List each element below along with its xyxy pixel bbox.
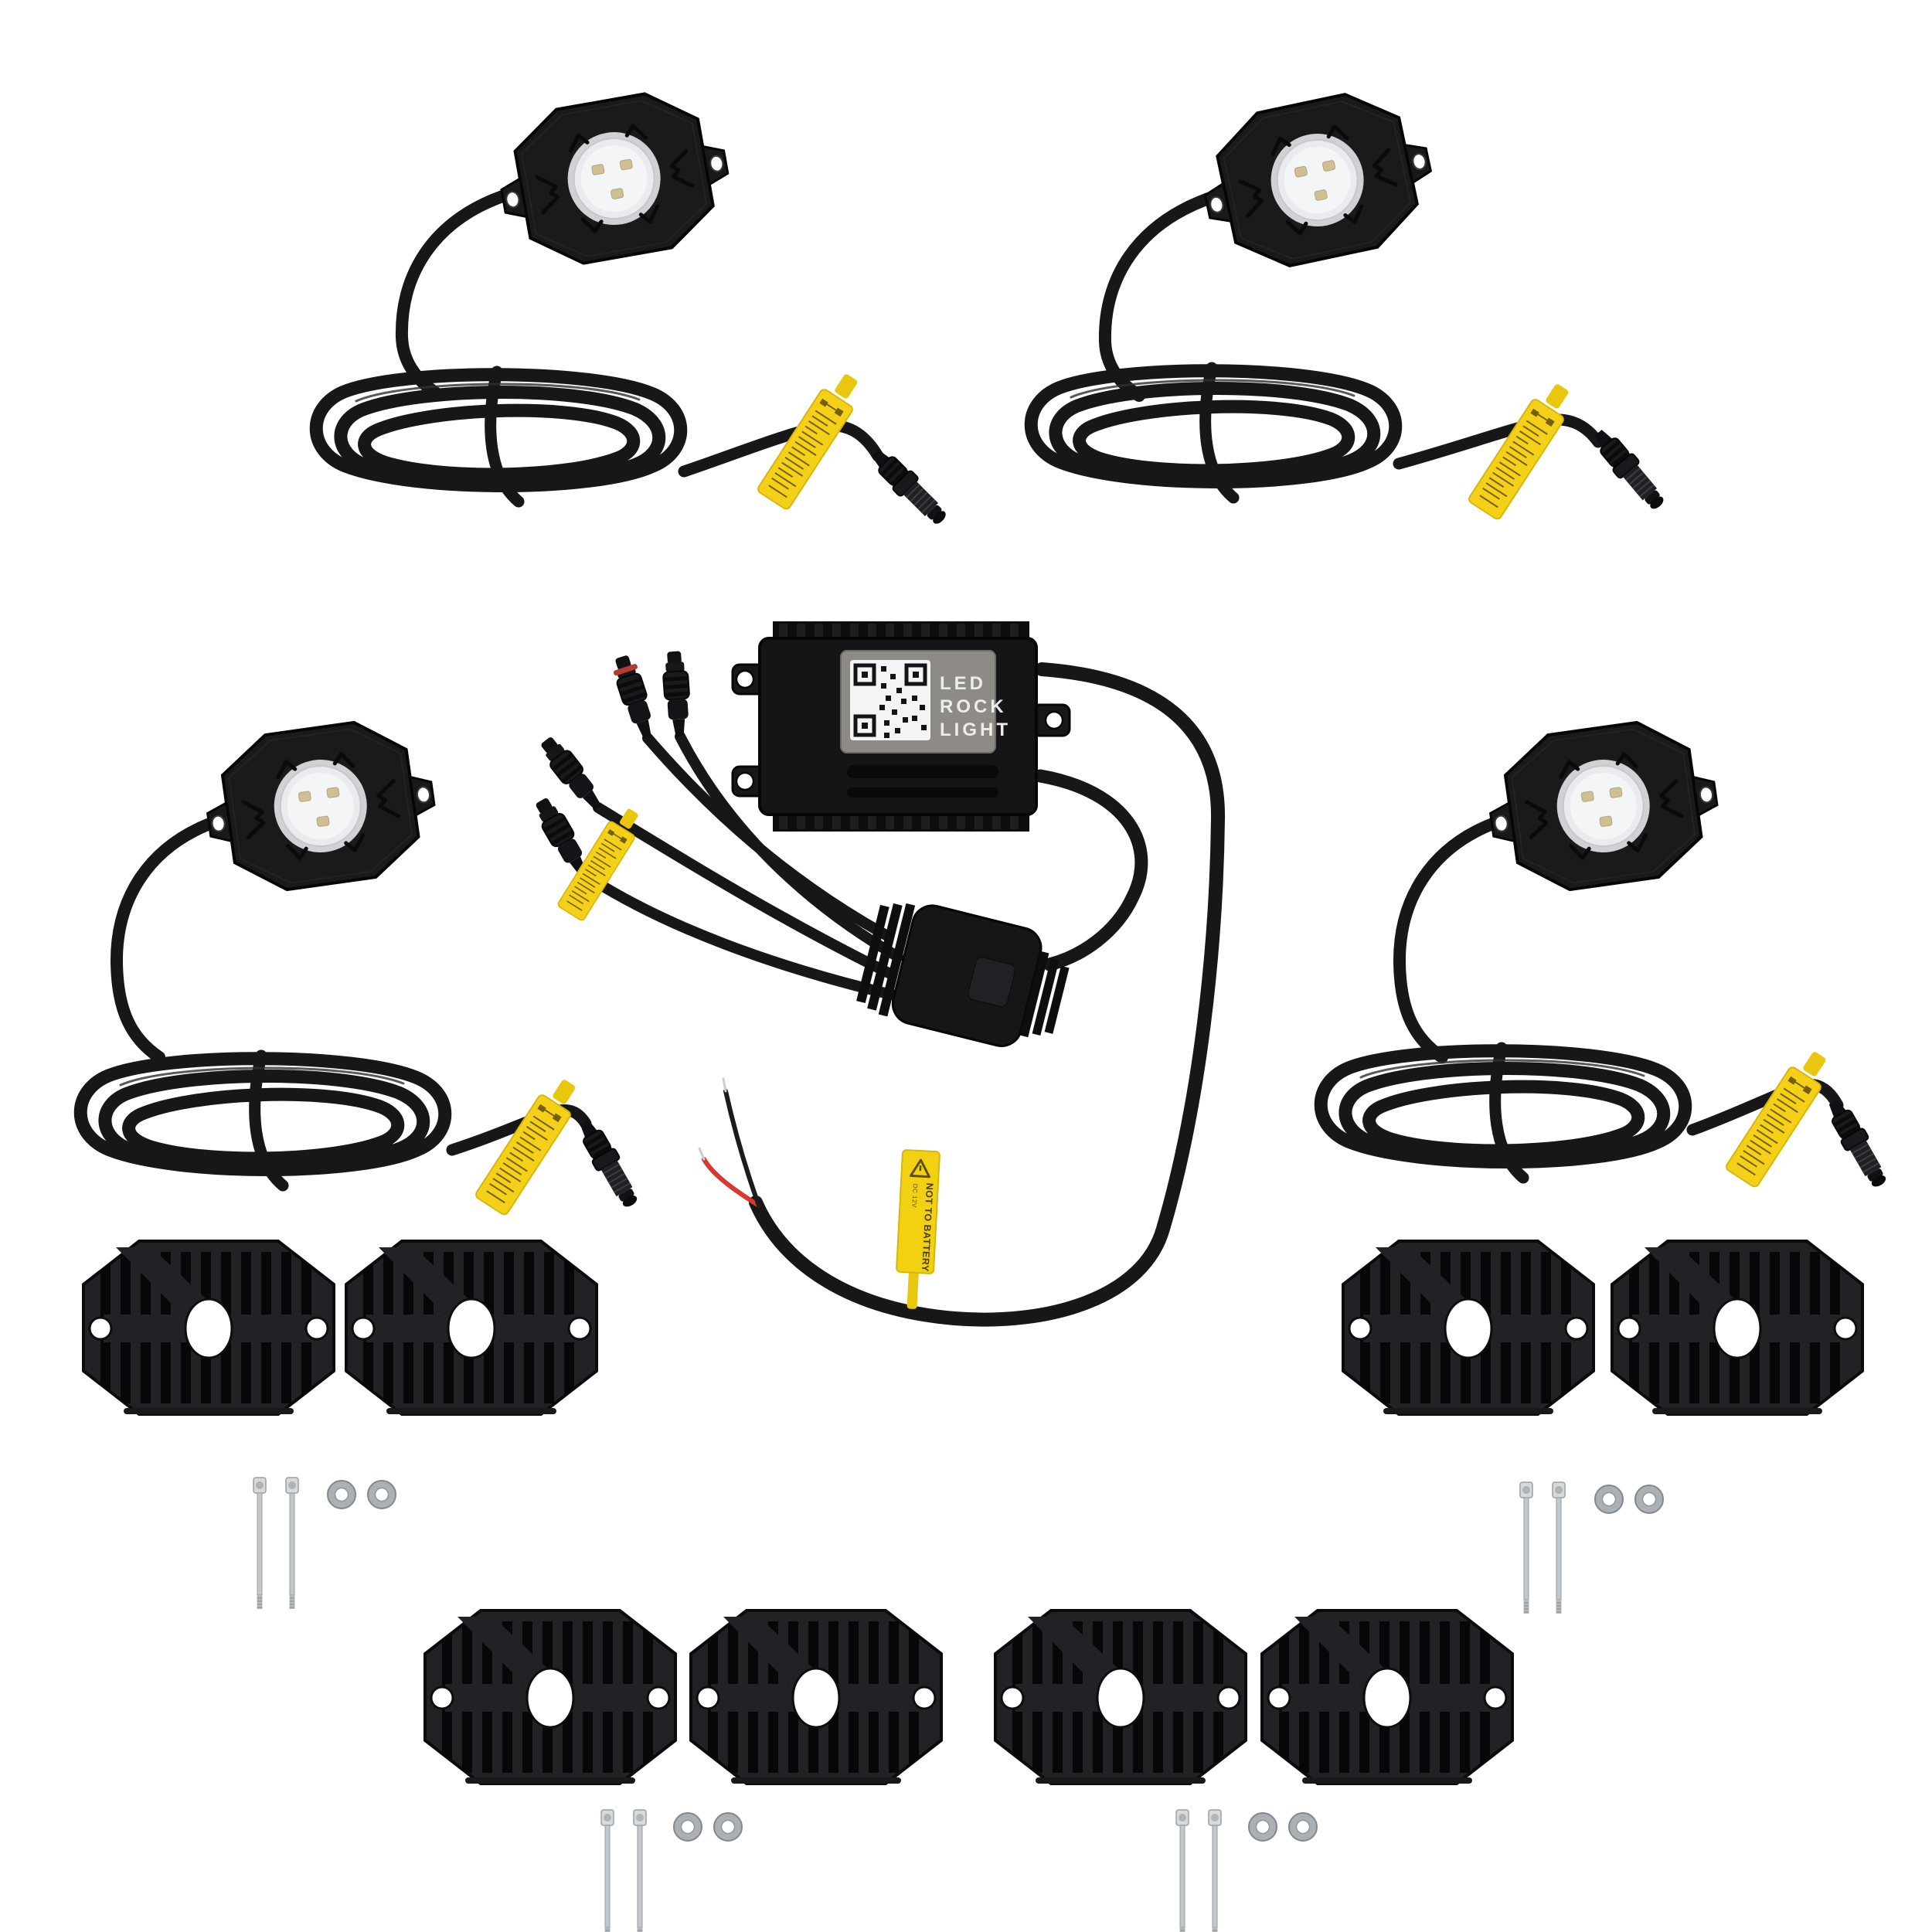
- washer: [673, 1812, 702, 1842]
- splitter-plug-1: [608, 652, 661, 743]
- hardware-set-left: [253, 1477, 396, 1610]
- screw: [600, 1809, 614, 1932]
- tag-line-2: DC 12V: [910, 1184, 919, 1209]
- splitter-hub: [856, 903, 1070, 1047]
- power-wire-black: [723, 1089, 761, 1208]
- mounting-bracket-2: [346, 1241, 597, 1414]
- mounting-bracket-1: [83, 1241, 334, 1414]
- mounting-bracket-5: [425, 1611, 675, 1784]
- mounting-bracket-6: [691, 1611, 941, 1784]
- cable-connector: [572, 1114, 645, 1213]
- cable-connector: [864, 442, 953, 531]
- cable-coil: [80, 1056, 445, 1185]
- mounting-bracket-8: [1262, 1611, 1512, 1784]
- splitter-plug-2: [661, 649, 693, 738]
- mounting-bracket-4: [1612, 1241, 1862, 1414]
- tag-line-1: NOT TO BATTERY: [920, 1182, 935, 1272]
- wire-bare-tip-black: [722, 1077, 727, 1093]
- cable-coil: [316, 372, 681, 502]
- warning-triangle-icon: [909, 1158, 930, 1179]
- power-wire-red: [702, 1157, 761, 1208]
- tag-strap: [906, 1268, 919, 1309]
- warning-tag: NOT TO BATTERY DC 12V: [896, 1149, 940, 1309]
- cable-flag-label: [1466, 376, 1580, 522]
- rock-light-pod: [1481, 713, 1726, 900]
- pod-cable: [395, 187, 518, 400]
- hub-patch: [968, 957, 1015, 1007]
- label-line-1: LED: [940, 673, 986, 694]
- light-assembly-4: [1321, 713, 1893, 1192]
- light-assembly-3: [80, 713, 645, 1217]
- screw: [1208, 1809, 1222, 1932]
- washer: [367, 1480, 396, 1509]
- cable-coil: [1321, 1048, 1685, 1178]
- screw: [633, 1809, 647, 1932]
- washer: [1634, 1485, 1664, 1514]
- groove: [847, 765, 998, 778]
- tag-body: [896, 1149, 940, 1274]
- qr-code: [850, 660, 930, 740]
- rock-light-pod: [489, 82, 739, 275]
- controller-label-text: LED ROCK LIGHT: [940, 673, 1011, 740]
- splitter-output-cables: [578, 731, 903, 1001]
- mounting-bracket-7: [995, 1611, 1246, 1784]
- screw: [1175, 1809, 1189, 1932]
- pod-cable: [1393, 815, 1507, 1063]
- washer: [1594, 1485, 1624, 1514]
- controller-to-splitter-cable: [1033, 769, 1148, 971]
- red-oring: [613, 664, 638, 676]
- washer: [327, 1480, 356, 1509]
- rock-light-pod: [198, 713, 443, 900]
- hardware-set-bottom-2: [1175, 1809, 1318, 1932]
- controller-box: LED ROCK LIGHT: [731, 621, 1071, 832]
- wire-bare-tip-red: [698, 1147, 706, 1161]
- bottom-rib-strip: [779, 814, 1019, 829]
- cable-coil: [1031, 368, 1396, 498]
- cable-connector: [1821, 1094, 1893, 1192]
- light-assembly-2: [1031, 80, 1671, 522]
- label-line-2: ROCK: [940, 696, 1007, 717]
- label-line-3: LIGHT: [940, 719, 1011, 740]
- washer: [1248, 1812, 1277, 1842]
- washer: [1288, 1812, 1318, 1842]
- cable-flag-label: [473, 1072, 587, 1217]
- hardware-set-bottom-1: [600, 1809, 743, 1932]
- screw: [253, 1477, 267, 1610]
- rock-light-pod: [1191, 80, 1444, 280]
- cable-flag-label: [1723, 1044, 1837, 1189]
- screw: [1552, 1481, 1566, 1614]
- top-rib-strip: [779, 624, 1019, 639]
- mounting-bracket-3: [1343, 1241, 1594, 1414]
- washer: [713, 1812, 743, 1842]
- hardware-set-right: [1519, 1481, 1664, 1614]
- power-cable: [749, 662, 1226, 1327]
- screw: [1519, 1481, 1533, 1614]
- cable-connector: [1587, 423, 1671, 515]
- light-assembly-1: [316, 82, 953, 531]
- pod-cable: [110, 815, 224, 1063]
- groove: [847, 787, 998, 798]
- screw: [285, 1477, 299, 1610]
